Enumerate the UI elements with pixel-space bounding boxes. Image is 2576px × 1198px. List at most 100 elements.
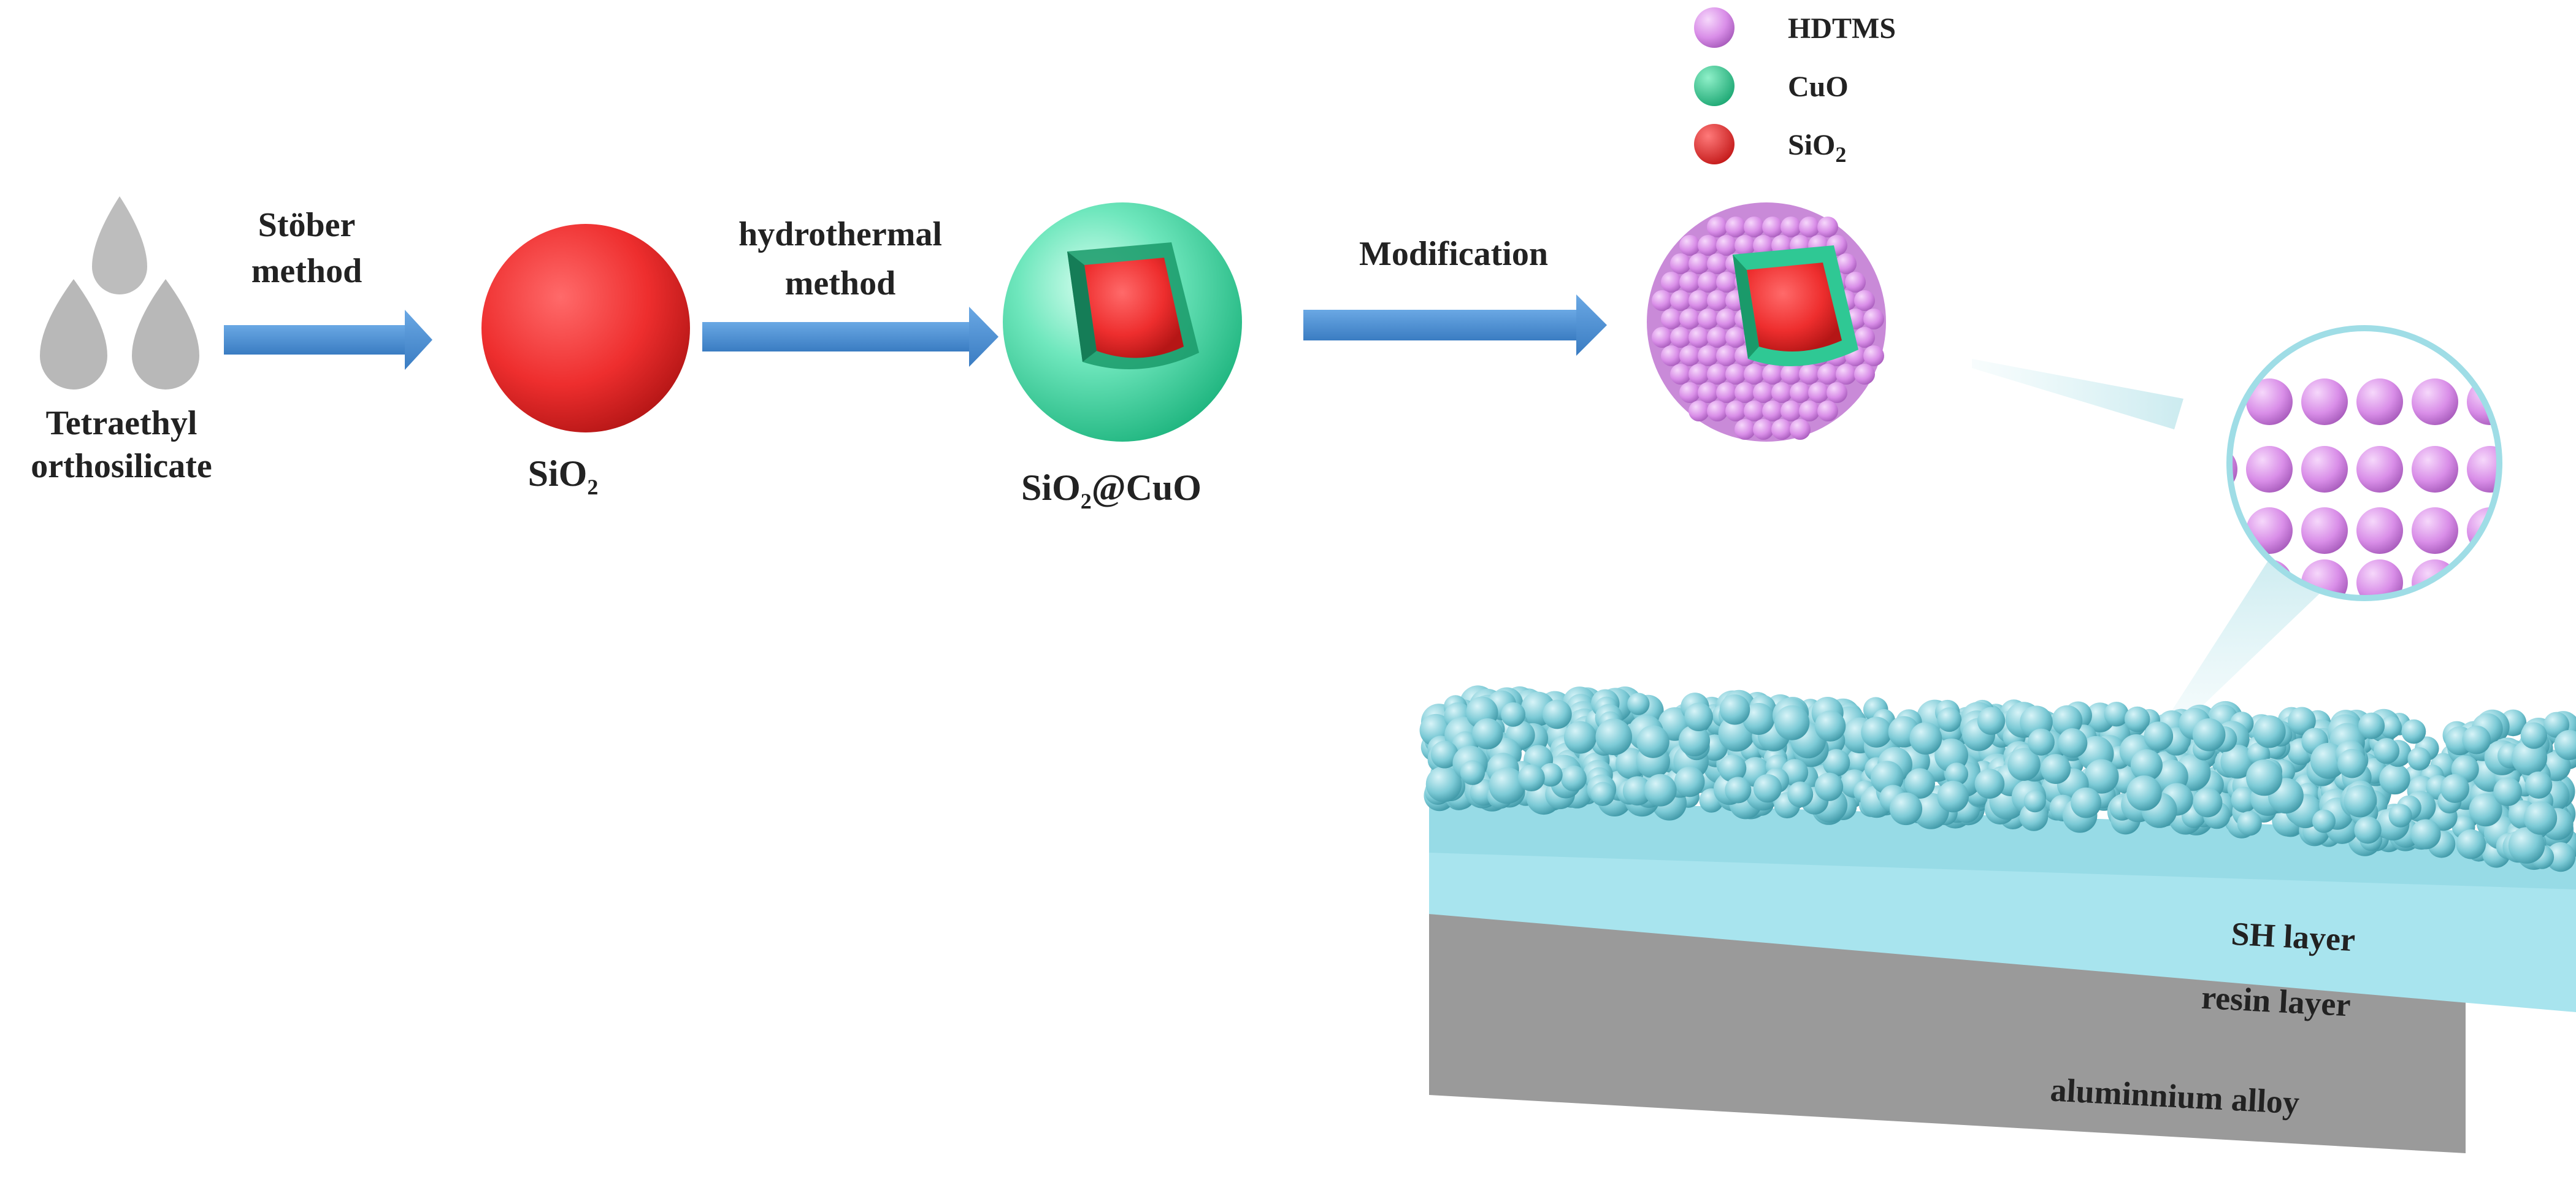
legend-cuo-swatch — [1694, 66, 1735, 106]
legend: HDTMS CuO SiO2 — [1694, 7, 1896, 167]
bead — [1744, 364, 1765, 385]
bead — [1725, 401, 1746, 421]
bead — [1790, 419, 1811, 440]
bead — [1689, 327, 1709, 348]
bead — [1814, 710, 1846, 742]
bead — [1762, 401, 1783, 421]
bead — [1735, 419, 1755, 440]
bead — [2084, 759, 2119, 794]
bead — [1836, 364, 1857, 385]
bead — [2301, 507, 2348, 554]
bead — [1808, 382, 1829, 403]
bead — [2440, 774, 2470, 803]
bead — [2373, 738, 2400, 764]
bead — [2246, 507, 2293, 554]
bead — [1781, 401, 1801, 421]
bead — [2493, 777, 2522, 807]
bead — [1679, 235, 1700, 256]
bead — [2246, 378, 2293, 425]
bead — [1744, 401, 1765, 421]
bead — [1698, 235, 1719, 256]
bead — [2041, 754, 2071, 784]
resin-layer — [1429, 847, 2576, 1012]
bead — [1716, 382, 1737, 403]
bead — [2124, 706, 2150, 732]
legend-hdtms-swatch — [1694, 7, 1735, 48]
bead — [2229, 378, 2237, 425]
bead — [2301, 446, 2348, 493]
bead — [1762, 364, 1783, 385]
bead — [1698, 272, 1719, 293]
teos-drops-icon — [40, 196, 199, 390]
bead — [1489, 767, 1526, 804]
bead — [1753, 382, 1774, 403]
bead — [2237, 811, 2262, 836]
bead — [2356, 507, 2403, 554]
bead — [1670, 327, 1691, 348]
bead — [2356, 446, 2403, 493]
bead — [1945, 762, 1969, 786]
bead — [1787, 781, 1814, 808]
bead — [1698, 345, 1719, 366]
bead — [1725, 364, 1746, 385]
bead — [1742, 702, 1775, 735]
bead — [1817, 401, 1838, 421]
bead — [1679, 345, 1700, 366]
bead — [1817, 364, 1838, 385]
bead — [1716, 345, 1737, 366]
bead — [2058, 728, 2088, 758]
sh-layer-label: SH layer — [2230, 915, 2356, 959]
bead — [2520, 722, 2547, 749]
bead — [1425, 766, 1462, 802]
bead — [1644, 774, 1677, 807]
bead — [1771, 382, 1792, 403]
sio2-label: SiO2 — [528, 453, 599, 499]
bead — [2220, 745, 2255, 779]
bead — [1790, 382, 1811, 403]
bead — [1563, 721, 1597, 754]
bead — [1716, 235, 1737, 256]
bead — [1725, 217, 1746, 237]
zoom-inset — [2226, 325, 2502, 601]
bead — [2401, 719, 2426, 744]
bead — [1725, 327, 1746, 348]
sio2-sphere — [481, 224, 690, 432]
bead — [1863, 309, 1884, 329]
bead — [2469, 793, 2502, 827]
bead — [1822, 749, 1850, 777]
bead — [1689, 290, 1709, 311]
bead — [2144, 721, 2174, 751]
bead — [1735, 382, 1755, 403]
bead — [1679, 309, 1700, 329]
bead — [1719, 694, 1750, 725]
bead — [1661, 345, 1682, 366]
bead — [2412, 507, 2458, 554]
bead — [1753, 235, 1774, 256]
bead — [1543, 699, 1572, 729]
bead — [2007, 748, 2041, 781]
bead — [2344, 785, 2377, 818]
bead — [2358, 712, 2385, 739]
bead — [2379, 763, 2410, 795]
bead — [1716, 309, 1737, 329]
bead — [1430, 740, 1459, 769]
bead — [1977, 707, 2006, 735]
bead — [2301, 378, 2348, 425]
bead — [2193, 788, 2223, 818]
bead — [1590, 781, 1615, 807]
bead — [1707, 253, 1728, 274]
bead — [1909, 722, 1942, 755]
bead — [1684, 702, 1713, 732]
bead — [1937, 707, 1962, 732]
bead — [2253, 715, 2286, 748]
bead — [1622, 776, 1652, 806]
resin-layer-label: resin layer — [2201, 979, 2352, 1024]
bead — [1539, 762, 1563, 787]
teos-label-line2: orthosilicate — [31, 447, 212, 485]
legend-sio2-label: SiO2 — [1788, 129, 1846, 167]
bead — [1774, 705, 1810, 740]
zoom-beam-upper — [1972, 359, 2183, 429]
bead — [1753, 774, 1782, 803]
bead — [1937, 780, 1969, 813]
